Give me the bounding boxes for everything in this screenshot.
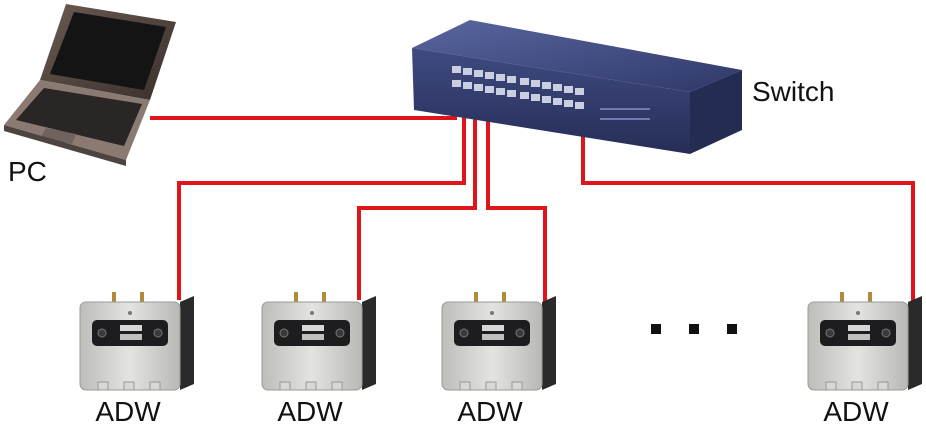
cable-pc-switch bbox=[150, 82, 457, 120]
ellipsis bbox=[651, 324, 737, 334]
adw-label: ADW bbox=[457, 396, 523, 427]
adw-device-icon bbox=[79, 291, 195, 391]
switch-label: Switch bbox=[752, 76, 835, 107]
adw-label: ADW bbox=[95, 396, 161, 427]
cable-adw1 bbox=[177, 85, 466, 300]
adw-device-icon bbox=[261, 291, 377, 391]
cable-adw2 bbox=[357, 85, 477, 300]
adw-label: ADW bbox=[277, 396, 343, 427]
cable-adw4 bbox=[581, 125, 915, 302]
network-switch-icon bbox=[412, 20, 742, 154]
laptop-icon bbox=[4, 4, 176, 166]
adw-device-icon bbox=[441, 291, 557, 391]
adw-label: ADW bbox=[823, 396, 889, 427]
pc-label: PC bbox=[8, 156, 47, 187]
adw-device-icon bbox=[807, 291, 923, 391]
cable-adw3 bbox=[486, 85, 547, 302]
